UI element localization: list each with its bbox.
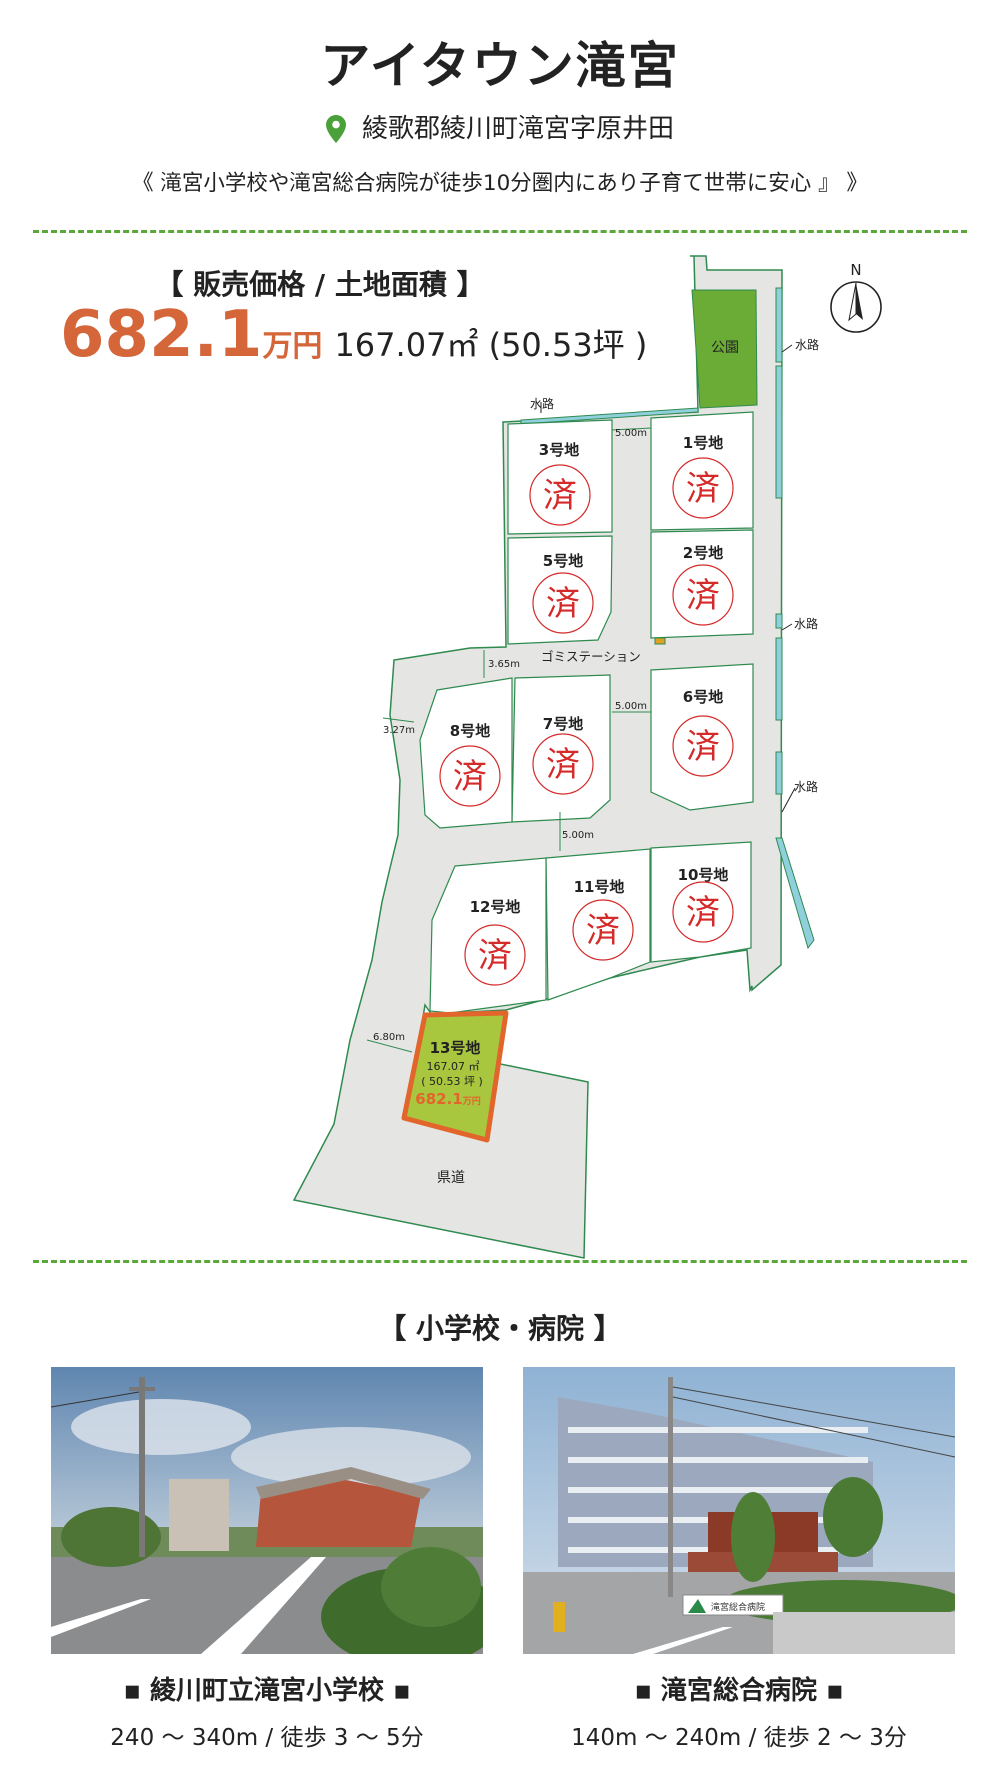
lot-7-name: 7号地 [543,715,583,733]
garbage-station-marker [654,637,666,645]
prefectural-road-label: 県道 [437,1170,465,1186]
land-area: 167.07㎡ (50.53坪 ) [334,326,648,364]
north-arrow-icon: N [830,261,882,333]
road-width-lines [366,427,652,1053]
lot-11-name: 11号地 [574,878,625,896]
lot-1-sold-mark: 済 [686,469,720,509]
address-text: 綾歌郡綾川町滝宮字原井田 [361,114,674,144]
price-row: 682.1万円 167.07㎡ (50.53坪 ) [60,298,647,372]
lot-10-name: 10号地 [678,866,729,884]
map-labels: 公園 水路 水路 水路 水路 ゴミステーション 5.00m 3.65m 5.00… [373,337,819,1186]
lot-13-info: 13号地 167.07 ㎡ ( 50.53 坪 ) 682.1万円 [415,1039,483,1108]
lot-5-name: 5号地 [543,552,583,570]
lot-names: 3号地 1号地 5号地 2号地 6号地 7号地 8号地 10号地 11号地 12… [450,434,729,916]
lot-8-name: 8号地 [450,722,490,740]
lot-7-sold-mark: 済 [546,745,580,785]
price-unit: 万円 [262,329,323,364]
lot-3-name: 3号地 [539,441,579,459]
north-label: N [850,261,861,279]
hospital-photo: 滝宮総合病院 [523,1367,955,1654]
road-width-label: 3.27m [383,725,415,736]
garbage-station-label: ゴミステーション [541,649,641,664]
school-distance: 240 〜 340m / 徒歩 3 〜 5分 [110,1725,424,1751]
waterway-label: 水路 [530,396,554,411]
top-divider [33,230,967,233]
waterway-label: 水路 [794,779,818,794]
sold-marks: 済 済 済 済 済 済 済 済 済 済 [453,469,720,976]
hospital-name: ▪ 滝宮総合病院 ▪ [634,1676,844,1706]
lot-13-area: 167.07 ㎡ [427,1060,480,1073]
price-heading: 【 販売価格 / 土地面積 】 [155,268,485,301]
page-title: アイタウン滝宮 [320,37,680,95]
lot-5-sold-mark: 済 [546,584,580,624]
school-image [51,1367,483,1654]
lot-11-sold-mark: 済 [586,911,620,951]
road-width-label: 5.00m [615,701,647,712]
lot-13-price: 682.1万円 [415,1090,480,1108]
location-pin-icon [325,115,346,143]
site-map: N 公園 水路 水路 水路 水路 ゴミステーション 5.00m 3.65m 5.… [292,255,882,1259]
tagline: 《 滝宮小学校や滝宮総合病院が徒歩10分圏内にあり子育て世帯に安心 』 》 [132,171,868,196]
waterway-leaders [540,344,796,813]
facilities-heading: 【 小学校・病院 】 [378,1312,622,1345]
lot-12-name: 12号地 [470,898,521,916]
lot-8-sold-mark: 済 [453,757,487,797]
road-width-label: 5.00m [562,830,594,841]
lot-12-sold-mark: 済 [478,936,512,976]
lot-3-sold-mark: 済 [543,476,577,516]
road-width-label: 3.65m [488,659,520,670]
lot-2-name: 2号地 [683,544,723,562]
sold-stamps [439,457,734,986]
park-label: 公園 [711,340,739,356]
waterway-label: 水路 [795,337,819,352]
road-width-label: 5.00m [615,428,647,439]
school-photo [51,1367,483,1654]
park-area [691,289,758,409]
waterway-strips [520,287,815,950]
school-name: ▪ 綾川町立滝宮小学校 ▪ [123,1676,411,1706]
lot-6-name: 6号地 [683,688,723,706]
price-amount: 682.1 [60,298,263,372]
waterway-label: 水路 [794,616,818,631]
hospital-distance: 140m 〜 240m / 徒歩 2 〜 3分 [571,1725,907,1751]
lot-2-sold-mark: 済 [686,576,720,616]
hospital-sign-text: 滝宮総合病院 [711,1601,765,1613]
address-row: 綾歌郡綾川町滝宮字原井田 [0,108,1000,145]
hospital-image: 滝宮総合病院 [523,1367,955,1654]
lot-6-sold-mark: 済 [686,727,720,767]
road-width-label: 6.80m [373,1032,405,1043]
middle-divider [33,1260,967,1263]
lot-13-shape [401,1010,509,1143]
lot-13-name: 13号地 [430,1039,481,1057]
lot-1-name: 1号地 [683,434,723,452]
lot-13-tsubo: ( 50.53 坪 ) [421,1075,483,1088]
lot-10-sold-mark: 済 [686,893,720,933]
